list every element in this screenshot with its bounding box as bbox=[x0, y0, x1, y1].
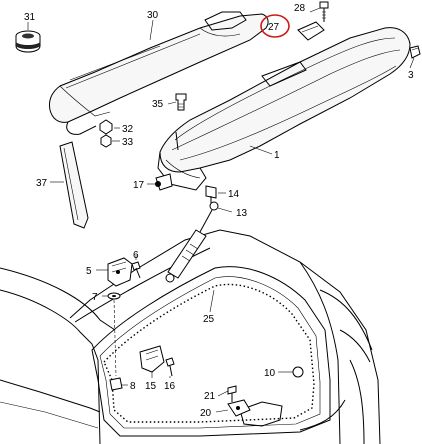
bolt-part-8 bbox=[109, 299, 123, 391]
highlight-circle bbox=[260, 14, 290, 38]
screw-part-28 bbox=[319, 1, 329, 22]
label-20: 20 bbox=[200, 408, 212, 419]
gas-strut-part-13 bbox=[165, 201, 219, 283]
button-part-10 bbox=[292, 366, 304, 378]
label-25: 25 bbox=[203, 314, 215, 325]
label-14: 14 bbox=[228, 189, 240, 200]
striker-part-15 bbox=[139, 345, 165, 373]
screw-part-21 bbox=[227, 385, 237, 402]
label-35: 35 bbox=[152, 99, 164, 110]
label-15: 15 bbox=[145, 381, 157, 392]
label-17: 17 bbox=[133, 180, 145, 191]
label-37: 37 bbox=[36, 178, 48, 189]
label-32: 32 bbox=[122, 124, 134, 135]
washer-part-7 bbox=[107, 292, 121, 300]
fastener-part-32-33 bbox=[99, 119, 113, 148]
label-10: 10 bbox=[264, 368, 276, 379]
label-16: 16 bbox=[164, 381, 176, 392]
trim-strip-part-37 bbox=[59, 141, 89, 229]
cap-part-31 bbox=[15, 30, 41, 53]
label-28: 28 bbox=[294, 3, 306, 14]
label-8: 8 bbox=[130, 381, 136, 392]
label-6: 6 bbox=[133, 250, 139, 261]
leader-lines bbox=[27, 7, 415, 413]
part-labels: 31 30 27 28 3 35 32 33 1 37 17 14 13 6 5… bbox=[24, 3, 414, 419]
label-30: 30 bbox=[147, 10, 159, 21]
label-27: 27 bbox=[268, 22, 280, 33]
bumper-stop-part-3 bbox=[409, 45, 421, 59]
label-5: 5 bbox=[86, 266, 92, 277]
switch-part-20 bbox=[227, 399, 251, 417]
lock-part-5 bbox=[107, 257, 133, 287]
clip-part-35 bbox=[175, 93, 187, 111]
label-33: 33 bbox=[122, 137, 134, 148]
bolt-part-6 bbox=[131, 261, 141, 279]
label-3: 3 bbox=[408, 70, 414, 81]
spoiler-part-30 bbox=[49, 11, 269, 135]
latch-part-27 bbox=[297, 21, 325, 41]
hinge-part-17 bbox=[155, 173, 173, 191]
bolt-part-16 bbox=[165, 357, 175, 377]
label-7: 7 bbox=[92, 292, 98, 303]
label-13: 13 bbox=[236, 208, 248, 219]
tailgate-part-1 bbox=[157, 27, 411, 191]
bolt-part-14 bbox=[205, 185, 217, 204]
label-31: 31 bbox=[24, 12, 36, 23]
label-1: 1 bbox=[274, 150, 280, 161]
label-21: 21 bbox=[204, 391, 216, 402]
car-rear-body bbox=[0, 229, 381, 444]
